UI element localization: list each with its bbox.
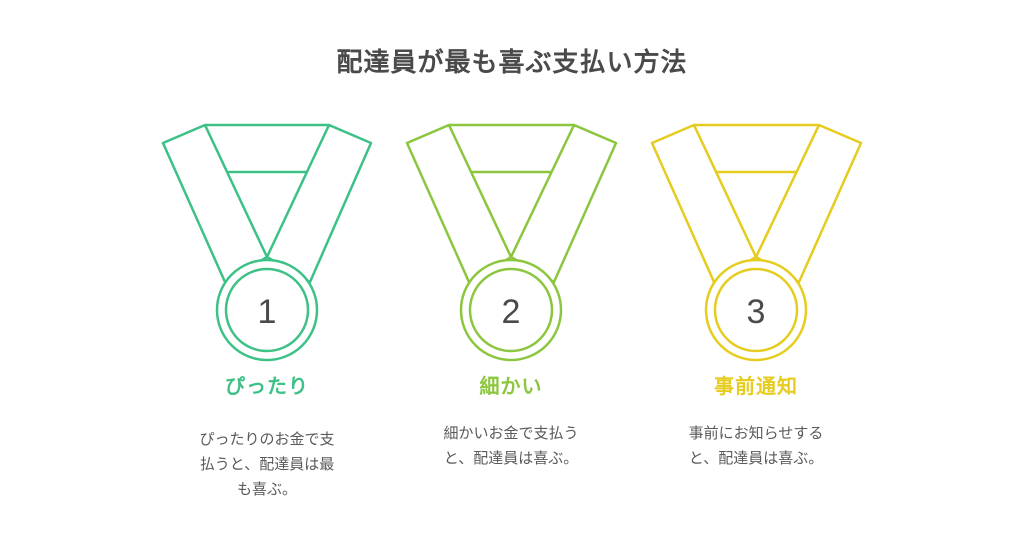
medal-number-3: 3 bbox=[747, 293, 766, 331]
medal-icon bbox=[405, 123, 618, 362]
desc-line: と、配達員は喜ぶ。 bbox=[688, 449, 824, 467]
medal-number-1: 1 bbox=[258, 293, 277, 331]
item-heading-2: 細かい bbox=[479, 374, 543, 398]
item-heading-3: 事前通知 bbox=[714, 374, 798, 398]
page-title: 配達員が最も喜ぶ支払い方法 bbox=[336, 48, 688, 78]
desc-line: 払うと、配達員は最 bbox=[199, 455, 335, 473]
item-description-2: 細かいお金で支払う と、配達員は喜ぶ。 bbox=[411, 421, 611, 471]
item-description-3: 事前にお知らせする と、配達員は喜ぶ。 bbox=[656, 421, 856, 471]
desc-line: も喜ぶ。 bbox=[236, 480, 297, 498]
medal-icon bbox=[650, 123, 863, 362]
desc-line: 事前にお知らせする bbox=[688, 424, 824, 442]
medal-number-2: 2 bbox=[502, 293, 521, 331]
desc-line: ぴったりのお金で支 bbox=[199, 430, 335, 448]
desc-line: と、配達員は喜ぶ。 bbox=[443, 449, 579, 467]
desc-line: 細かいお金で支払う bbox=[443, 424, 579, 442]
item-description-1: ぴったりのお金で支 払うと、配達員は最 も喜ぶ。 bbox=[167, 427, 367, 502]
medal-icon bbox=[161, 123, 373, 362]
item-heading-1: ぴったり bbox=[225, 374, 309, 398]
